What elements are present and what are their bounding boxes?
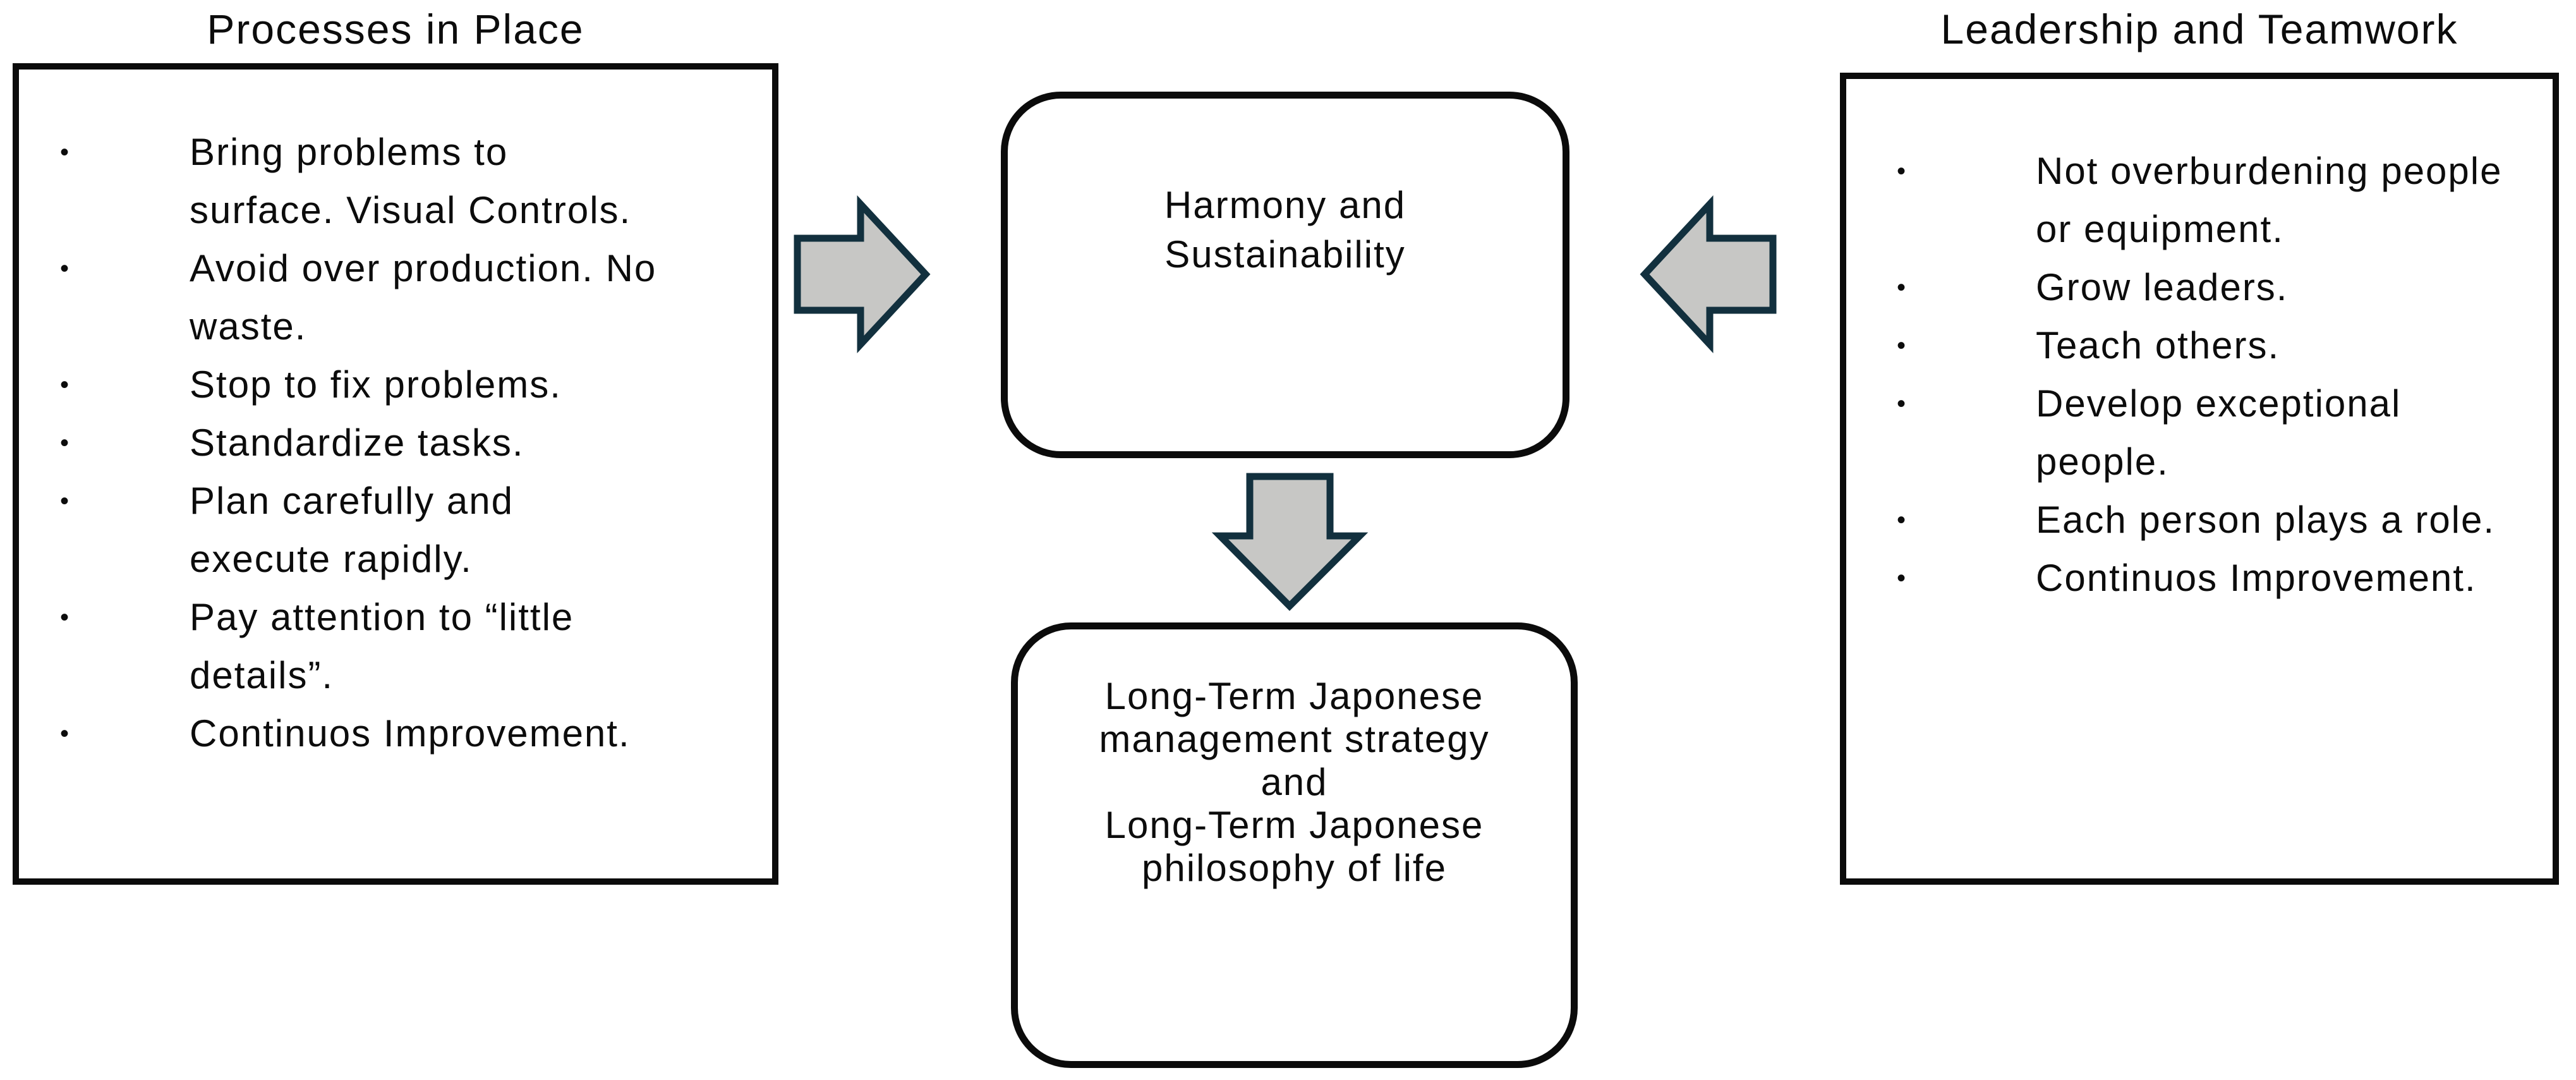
bullet-dot-icon: • (60, 604, 71, 631)
list-item: • Pay attention to “little details”. (19, 588, 772, 705)
bullet-dot-icon: • (60, 720, 71, 748)
bullet-dot-icon: • (1897, 157, 1908, 185)
list-item: • Teach others. (1846, 317, 2553, 375)
list-item: • Avoid over production. No waste. (19, 240, 772, 356)
list-item: • Continuos Improvement. (19, 705, 772, 763)
list-item: • Not overburdening people or equipment. (1846, 142, 2553, 258)
block-arrow-right-icon (794, 195, 931, 354)
list-item: • Continuos Improvement. (1846, 549, 2553, 607)
left-panel-bullet-list: • Bring problems to surface. Visual Cont… (19, 70, 772, 763)
bullet-text: Bring problems to surface. Visual Contro… (190, 131, 632, 231)
block-arrow-left-shape (1640, 195, 1777, 354)
bullet-text: Grow leaders. (2036, 266, 2289, 308)
bullet-dot-icon: • (1897, 564, 1908, 592)
bullet-text: Plan carefully and execute rapidly. (190, 480, 514, 580)
list-item: • Each person plays a role. (1846, 491, 2553, 549)
bullet-dot-icon: • (1897, 390, 1908, 418)
bullet-text: Not overburdening people or equipment. (2036, 150, 2503, 250)
bullet-dot-icon: • (60, 255, 71, 282)
harmony-sustainability-box: Harmony and Sustainability (1001, 92, 1569, 458)
list-item: • Bring problems to surface. Visual Cont… (19, 123, 772, 240)
list-item: • Develop exceptional people. (1846, 375, 2553, 491)
bullet-text: Teach others. (2036, 324, 2280, 367)
bullet-dot-icon: • (1897, 274, 1908, 301)
block-arrow-down-icon (1211, 473, 1369, 611)
list-item: • Plan carefully and execute rapidly. (19, 472, 772, 588)
bullet-text: Each person plays a role. (2036, 499, 2496, 541)
bullet-dot-icon: • (60, 429, 71, 457)
right-panel-title: Leadership and Teamwork (1940, 6, 2458, 52)
bullet-dot-icon: • (60, 138, 71, 166)
list-item: • Grow leaders. (1846, 258, 2553, 317)
bullet-text: Avoid over production. No waste. (190, 247, 657, 348)
block-arrow-right-shape (794, 195, 931, 354)
bullet-text: Standardize tasks. (190, 422, 524, 464)
bullet-dot-icon: • (60, 371, 71, 399)
long-term-box-text: Long-Term Japonese management strategy a… (1099, 675, 1490, 889)
left-panel-box: • Bring problems to surface. Visual Cont… (13, 63, 778, 885)
bullet-dot-icon: • (60, 487, 71, 515)
left-panel-title: Processes in Place (207, 6, 584, 52)
long-term-strategy-box: Long-Term Japonese management strategy a… (1011, 622, 1578, 1068)
list-item: • Stop to fix problems. (19, 356, 772, 414)
bullet-dot-icon: • (1897, 506, 1908, 534)
right-panel-bullet-list: • Not overburdening people or equipment.… (1846, 79, 2553, 607)
harmony-box-text: Harmony and Sustainability (1164, 184, 1406, 276)
bullet-text: Develop exceptional people. (2036, 382, 2402, 483)
bullet-text: Stop to fix problems. (190, 363, 562, 406)
block-arrow-left-icon (1640, 195, 1777, 354)
list-item: • Standardize tasks. (19, 414, 772, 472)
bullet-text: Continuos Improvement. (190, 712, 631, 755)
bullet-text: Continuos Improvement. (2036, 557, 2477, 599)
bullet-dot-icon: • (1897, 332, 1908, 360)
bullet-text: Pay attention to “little details”. (190, 596, 574, 696)
block-arrow-down-shape (1211, 473, 1369, 611)
right-panel-box: • Not overburdening people or equipment.… (1840, 73, 2559, 885)
